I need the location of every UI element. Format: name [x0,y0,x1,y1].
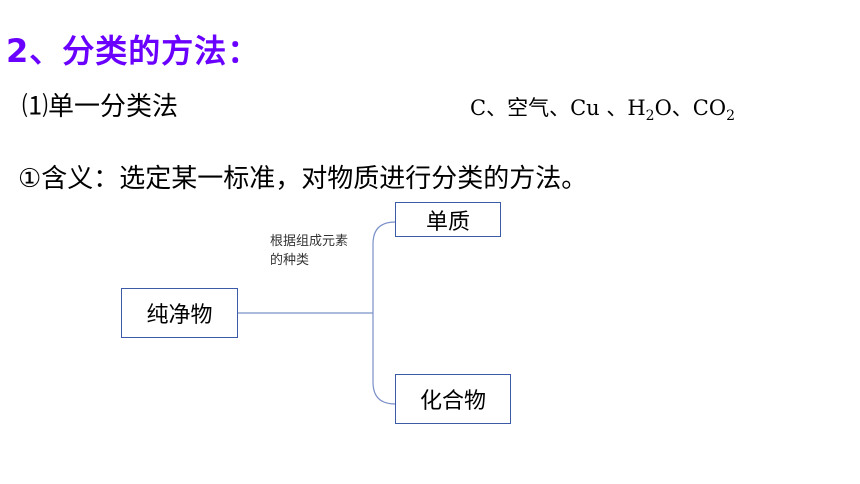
definition-text: ①含义：选定某一标准，对物质进行分类的方法。 [18,164,588,194]
examples-text-1: C、空气、Cu 、H [470,96,646,120]
pure-substance-label: 纯净物 [146,303,213,328]
connector-bracket [372,221,396,405]
compound-box: 化合物 [395,374,511,424]
section-subtitle: ⑴单一分类法 [22,92,179,122]
examples-text-2: O、CO [654,96,727,120]
element-substance-box: 单质 [395,202,501,237]
examples-sub-2: 2 [726,108,736,124]
examples-line: C、空气、Cu 、H2O、CO2 [470,92,735,124]
pure-substance-box: 纯净物 [121,288,238,338]
compound-label: 化合物 [419,389,486,414]
slide-title: 2、分类的方法： [6,32,261,70]
examples-sub-1: 2 [645,108,655,124]
element-substance-label: 单质 [425,209,470,235]
criterion-label: 根据组成元素的种类 [270,234,349,268]
